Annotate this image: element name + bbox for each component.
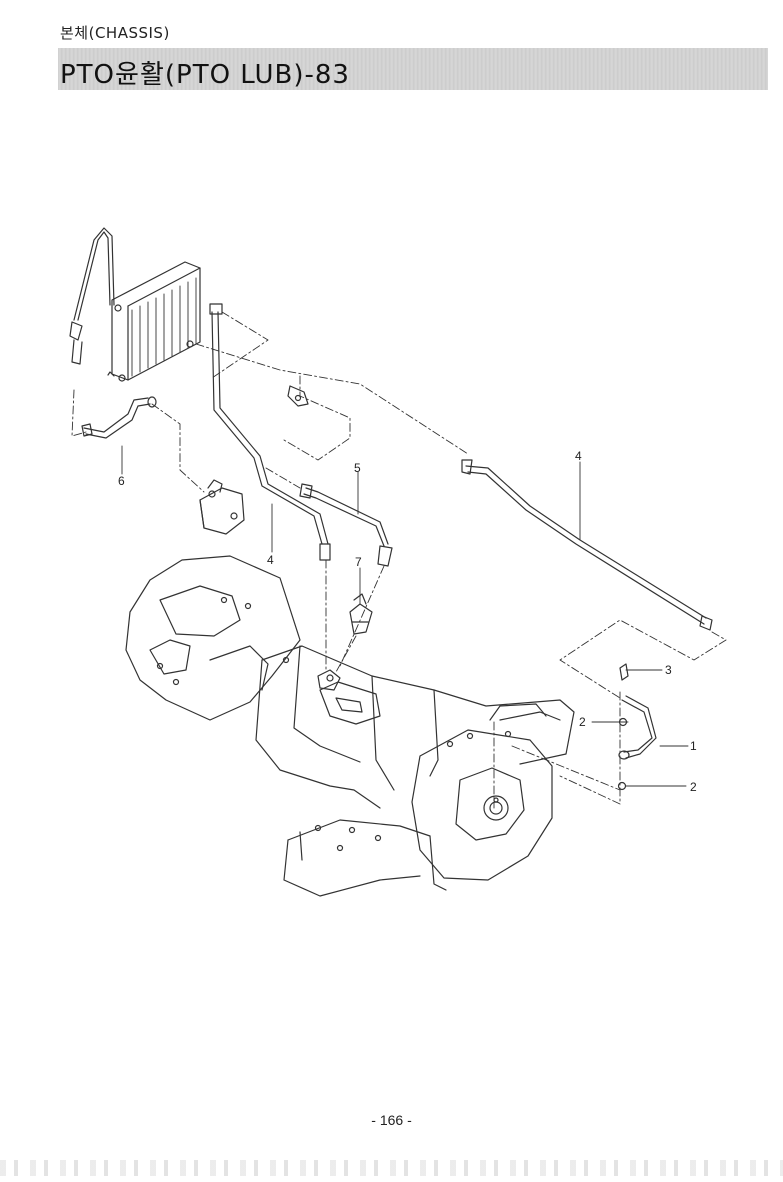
assembly-guide-lines [71,311,727,809]
title-bar-background [58,48,768,90]
section-label: 본체(CHASSIS) [60,24,170,42]
pipe-6 [81,396,157,439]
pipe-4-right [461,459,713,631]
page-number: - 166 - [371,1112,412,1128]
valve-block [199,479,245,535]
callout-7: 7 [355,555,362,569]
page-title: PTO윤활(PTO LUB)-83 [60,60,350,90]
callout-2-lower: 2 [690,780,697,794]
callout-5: 5 [354,461,361,475]
callout-3: 3 [665,663,672,677]
transmission-housing [125,555,575,897]
valve-7 [349,593,373,635]
pipe-4-left [209,303,331,561]
callout-labels: 1 2 2 3 4 4 5 6 7 [118,449,697,794]
callout-4-left: 4 [267,553,274,567]
callout-2-upper: 2 [579,715,586,729]
leader-lines [121,445,689,787]
callout-4-right: 4 [575,449,582,463]
scan-artifact-strip [0,1160,783,1176]
oil-cooler [111,261,201,382]
callout-6: 6 [118,474,125,488]
cooler-hose [69,227,115,377]
union-fitting [287,385,309,407]
pipe-5 [299,483,393,567]
callout-1: 1 [690,739,697,753]
pipe-1-assembly [617,663,657,791]
